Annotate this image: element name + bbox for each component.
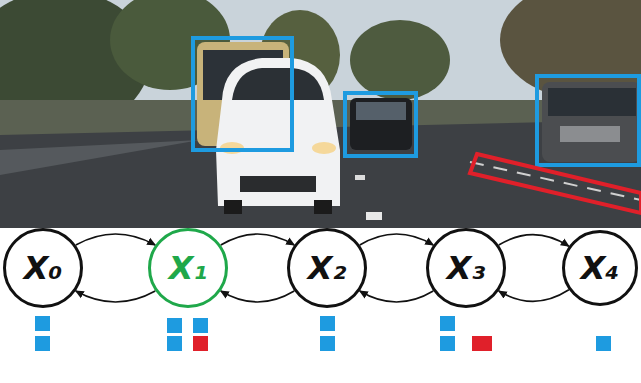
state-label: X₃ — [447, 252, 486, 284]
transition-arrow — [499, 290, 569, 302]
transition-arrow — [221, 234, 294, 245]
state-label: X₀ — [24, 252, 63, 284]
state-circle: X₄ — [562, 230, 638, 306]
transition-arrow — [499, 235, 569, 247]
transition-arrow — [360, 234, 433, 245]
state-label: X₁ — [169, 252, 208, 284]
transition-arrow — [76, 234, 155, 245]
transition-arrow — [360, 291, 433, 302]
state-circle: X₂ — [287, 228, 367, 308]
state-circle: X₃ — [426, 228, 506, 308]
state-circle: X₁ — [148, 228, 228, 308]
state-label: X₂ — [308, 252, 347, 284]
state-label: X₄ — [581, 252, 620, 284]
transition-arrow — [76, 291, 155, 302]
state-circle: X₀ — [3, 228, 83, 308]
transition-arrow — [221, 291, 294, 302]
